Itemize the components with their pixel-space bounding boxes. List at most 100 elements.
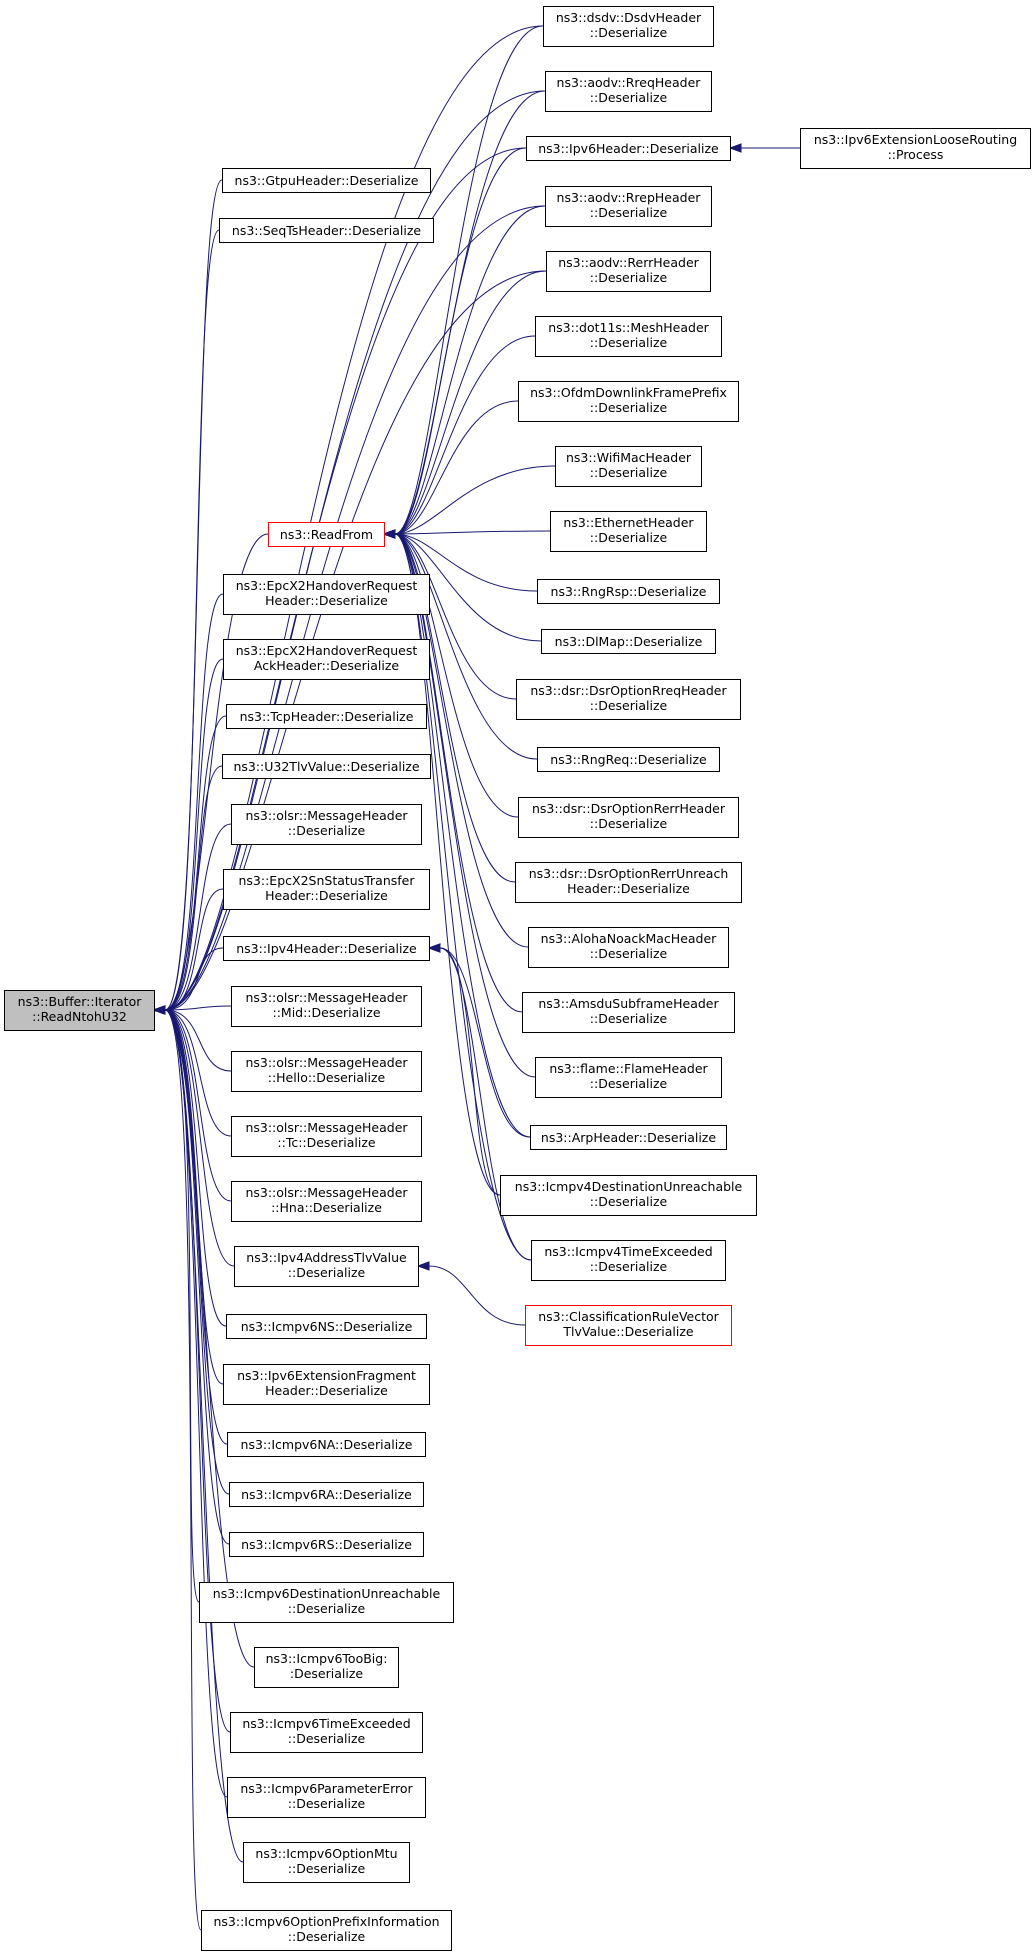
node-aodvrreq[interactable]: ns3::aodv::RreqHeader::Deserialize bbox=[545, 71, 712, 112]
node-epcx2sn[interactable]: ns3::EpcX2SnStatusTransferHeader::Deseri… bbox=[223, 869, 430, 910]
node-box bbox=[254, 1647, 399, 1688]
node-label-line: ns3::Icmpv6DestinationUnreachable bbox=[213, 1586, 441, 1601]
node-icmpv4du[interactable]: ns3::Icmpv4DestinationUnreachable::Deser… bbox=[500, 1175, 757, 1216]
nodes-layer: ns3::Buffer::Iterator::ReadNtohU32 ns3::G… bbox=[4, 6, 1031, 1951]
node-wifimac[interactable]: ns3::WifiMacHeader::Deserialize bbox=[555, 446, 702, 487]
node-label-line: ns3::DlMap::Deserialize bbox=[555, 634, 703, 649]
node-icmpv6mtu[interactable]: ns3::Icmpv6OptionMtu::Deserialize bbox=[243, 1842, 410, 1883]
node-ipv4addrtlv[interactable]: ns3::Ipv4AddressTlvValue::Deserialize bbox=[234, 1246, 419, 1287]
node-icmpv6ra[interactable]: ns3::Icmpv6RA::Deserialize bbox=[229, 1482, 424, 1507]
node-rngrsp[interactable]: ns3::RngRsp::Deserialize bbox=[537, 579, 720, 604]
node-arp[interactable]: ns3::ArpHeader::Deserialize bbox=[530, 1125, 727, 1150]
node-olsrmsg[interactable]: ns3::olsr::MessageHeader::Deserialize bbox=[231, 804, 422, 845]
node-icmpv6pe[interactable]: ns3::Icmpv6ParameterError::Deserialize bbox=[227, 1777, 426, 1818]
arrowhead-aodvrerr-to-root bbox=[152, 1005, 166, 1015]
node-icmpv6rs[interactable]: ns3::Icmpv6RS::Deserialize bbox=[229, 1532, 424, 1557]
node-dlmap[interactable]: ns3::DlMap::Deserialize bbox=[541, 629, 716, 654]
edge-dsrrerrun-to-readfrom bbox=[394, 533, 516, 883]
node-olsrmid[interactable]: ns3::olsr::MessageHeader::Mid::Deseriali… bbox=[231, 986, 422, 1027]
edge-amsdu-to-readfrom bbox=[394, 533, 523, 1013]
edges-layer bbox=[152, 25, 800, 1931]
node-aodvrerr[interactable]: ns3::aodv::RerrHeader::Deserialize bbox=[546, 251, 711, 292]
node-icmpv6pi[interactable]: ns3::Icmpv6OptionPrefixInformation::Dese… bbox=[201, 1910, 452, 1951]
node-ipv6loose[interactable]: ns3::Ipv6ExtensionLooseRouting::Process bbox=[800, 128, 1031, 169]
node-label-line: ns3::dot11s::MeshHeader bbox=[548, 320, 709, 335]
node-icmpv6tb[interactable]: ns3::Icmpv6TooBig::Deserialize bbox=[254, 1647, 399, 1688]
edge-icmpv6ra-to-root bbox=[164, 1009, 230, 1495]
node-label-line: ::Deserialize bbox=[590, 1194, 668, 1209]
node-label-line: ns3::EpcX2HandoverRequest bbox=[236, 643, 418, 658]
node-dot11s[interactable]: ns3::dot11s::MeshHeader::Deserialize bbox=[535, 316, 722, 357]
node-box bbox=[231, 1116, 422, 1157]
node-dsrrerrun[interactable]: ns3::dsr::DsrOptionRerrUnreachHeader::De… bbox=[515, 862, 742, 903]
node-label-line: ::Deserialize bbox=[590, 816, 668, 831]
node-icmpv6na[interactable]: ns3::Icmpv6NA::Deserialize bbox=[227, 1432, 426, 1457]
edge-dot11s-to-readfrom bbox=[394, 335, 536, 535]
node-label-line: ns3::dsr::DsrOptionRerrHeader bbox=[532, 801, 726, 816]
node-olsrhello[interactable]: ns3::olsr::MessageHeader::Hello::Deseria… bbox=[231, 1051, 422, 1092]
edge-olsrtc-to-root bbox=[164, 1009, 232, 1137]
edge-wifimac-to-readfrom bbox=[394, 465, 556, 535]
node-box bbox=[543, 6, 714, 47]
node-label-line: AckHeader::Deserialize bbox=[254, 658, 399, 673]
node-box bbox=[231, 1051, 422, 1092]
node-ipv6frag[interactable]: ns3::Ipv6ExtensionFragmentHeader::Deseri… bbox=[223, 1364, 430, 1405]
node-olsrtc[interactable]: ns3::olsr::MessageHeader::Tc::Deserializ… bbox=[231, 1116, 422, 1157]
node-gtpu[interactable]: ns3::GtpuHeader::Deserialize bbox=[222, 168, 431, 193]
node-icmpv6te[interactable]: ns3::Icmpv6TimeExceeded::Deserialize bbox=[230, 1712, 423, 1753]
node-label-line: ns3::Icmpv6TooBig: bbox=[266, 1651, 388, 1666]
node-icmpv6du[interactable]: ns3::Icmpv6DestinationUnreachable::Deser… bbox=[199, 1582, 454, 1623]
edge-aodvrreq-to-readfrom bbox=[394, 90, 546, 535]
node-label-line: ::Deserialize bbox=[590, 1076, 668, 1091]
node-label-line: ::Deserialize bbox=[288, 1265, 366, 1280]
node-label-line: ns3::Icmpv6NA::Deserialize bbox=[241, 1437, 413, 1452]
node-tcp[interactable]: ns3::TcpHeader::Deserialize bbox=[226, 704, 427, 729]
edge-epcx2ho-to-root bbox=[164, 593, 224, 1011]
node-epcx2ho[interactable]: ns3::EpcX2HandoverRequestHeader::Deseria… bbox=[223, 574, 430, 615]
node-label-line: ::Mid::Deserialize bbox=[272, 1005, 380, 1020]
node-ipv6[interactable]: ns3::Ipv6Header::Deserialize bbox=[526, 136, 731, 161]
node-ethernet[interactable]: ns3::EthernetHeader::Deserialize bbox=[550, 511, 707, 552]
edge-flame-to-readfrom bbox=[394, 533, 536, 1078]
node-box bbox=[231, 986, 422, 1027]
node-aloha[interactable]: ns3::AlohaNoackMacHeader::Deserialize bbox=[528, 927, 729, 968]
node-label-line: ::Deserialize bbox=[590, 205, 668, 220]
node-label-line: ns3::ClassificationRuleVector bbox=[538, 1309, 719, 1324]
node-label-line: ns3::olsr::MessageHeader bbox=[245, 808, 408, 823]
node-flame[interactable]: ns3::flame::FlameHeader::Deserialize bbox=[535, 1057, 722, 1098]
node-aodvrrep[interactable]: ns3::aodv::RrepHeader::Deserialize bbox=[545, 186, 712, 227]
node-label-line: ns3::Icmpv6ParameterError bbox=[240, 1781, 413, 1796]
node-epcx2hoack[interactable]: ns3::EpcX2HandoverRequestAckHeader::Dese… bbox=[223, 639, 430, 680]
node-readfrom[interactable]: ns3::ReadFrom bbox=[268, 522, 385, 547]
node-rngreq[interactable]: ns3::RngReq::Deserialize bbox=[537, 747, 720, 772]
node-box bbox=[528, 927, 729, 968]
node-dsdv[interactable]: ns3::dsdv::DsdvHeader::Deserialize bbox=[543, 6, 714, 47]
node-dsrrerr[interactable]: ns3::dsr::DsrOptionRerrHeader::Deseriali… bbox=[518, 797, 739, 838]
node-label-line: ::Process bbox=[888, 147, 944, 162]
node-amsdu[interactable]: ns3::AmsduSubframeHeader::Deserialize bbox=[522, 992, 735, 1033]
node-box bbox=[525, 1305, 732, 1346]
edge-olsrhello-to-root bbox=[164, 1009, 232, 1072]
node-box bbox=[229, 1482, 424, 1507]
edge-icmpv4du-to-readfrom bbox=[394, 533, 501, 1196]
node-label-line: ns3::TcpHeader::Deserialize bbox=[240, 709, 414, 724]
node-ofdm[interactable]: ns3::OfdmDownlinkFramePrefix::Deserializ… bbox=[518, 381, 739, 422]
node-icmpv4te[interactable]: ns3::Icmpv4TimeExceeded::Deserialize bbox=[531, 1240, 726, 1281]
node-dsrrreq[interactable]: ns3::dsr::DsrOptionRreqHeader::Deseriali… bbox=[516, 679, 741, 720]
node-box bbox=[515, 862, 742, 903]
node-classrule[interactable]: ns3::ClassificationRuleVectorTlvValue::D… bbox=[525, 1305, 732, 1346]
node-u32tlv[interactable]: ns3::U32TlvValue::Deserialize bbox=[222, 754, 431, 779]
node-label-line: ns3::aodv::RreqHeader bbox=[557, 75, 702, 90]
node-box bbox=[545, 71, 712, 112]
node-label-line: ::Hna::Deserialize bbox=[271, 1200, 382, 1215]
node-label-line: ns3::EpcX2SnStatusTransfer bbox=[239, 873, 416, 888]
node-seqts[interactable]: ns3::SeqTsHeader::Deserialize bbox=[219, 218, 434, 243]
node-box bbox=[243, 1842, 410, 1883]
node-olsrhna[interactable]: ns3::olsr::MessageHeader::Hna::Deseriali… bbox=[231, 1181, 422, 1222]
node-label-line: ::Hello::Deserialize bbox=[268, 1070, 386, 1085]
node-ipv4[interactable]: ns3::Ipv4Header::Deserialize bbox=[223, 936, 430, 961]
node-root[interactable]: ns3::Buffer::Iterator::ReadNtohU32 bbox=[4, 990, 155, 1031]
node-label-line: ns3::dsr::DsrOptionRerrUnreach bbox=[529, 866, 729, 881]
node-box bbox=[541, 629, 716, 654]
node-icmpv6ns[interactable]: ns3::Icmpv6NS::Deserialize bbox=[226, 1314, 427, 1339]
